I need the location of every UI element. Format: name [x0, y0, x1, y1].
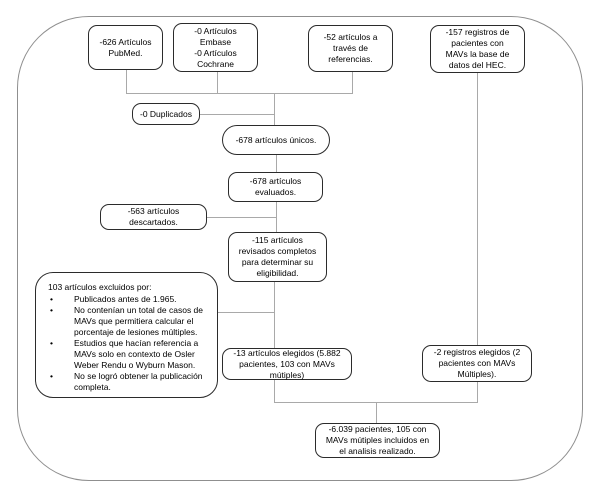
connector-line [216, 72, 218, 93]
connector-line [273, 380, 275, 403]
connector-line [476, 382, 478, 403]
flow-box-registros-elegidos: -2 registros elegidos (2 pacientes con M… [422, 345, 532, 382]
excluidos-bullet-text: No contenían un total de casos de MAVs q… [74, 305, 204, 337]
connector-line [351, 72, 353, 93]
flow-box-articulos-elegidos: -13 artículos elegidos (5.882 pacientes,… [222, 348, 352, 380]
connector-line [125, 70, 127, 93]
excluidos-bullet-text: Estudios que hacían referencia a MAVs so… [74, 338, 199, 370]
connector-line [125, 92, 353, 94]
excluidos-bullet-text: Publicados antes de 1.965. [74, 294, 177, 304]
excluidos-bullet-item: • No contenían un total de casos de MAVs… [48, 305, 213, 338]
bullet-icon: • [50, 305, 53, 315]
connector-line [207, 216, 276, 218]
flow-box-articulos-evaluados: -678 artículos evaluados. [228, 172, 323, 202]
connector-line [200, 113, 274, 115]
connector-line [273, 92, 275, 126]
connector-line [218, 311, 274, 313]
connector-line [273, 282, 275, 348]
flow-box-articulos-unicos: -678 artículos únicos. [222, 125, 330, 155]
flow-box-articulos-descartados: -563 artículos descartados. [100, 204, 207, 230]
diagram-outer-frame [17, 16, 583, 481]
connector-line [275, 155, 277, 172]
bullet-icon: • [50, 371, 53, 381]
flow-box-referencias: -52 artículos a través de referencias. [308, 25, 393, 72]
excluidos-bullet-item: • Publicados antes de 1.965. [48, 294, 213, 305]
flow-box-embase-cochrane: -0 Artículos Embase -0 Artículos Cochran… [173, 23, 258, 72]
flow-box-hec: -157 registros de pacientes con MAVs la … [430, 25, 525, 73]
excluidos-bullet-text: No se logró obtener la publicación compl… [74, 371, 203, 392]
excluidos-title: 103 artículos excluidos por: [48, 282, 152, 292]
bullet-icon: • [50, 338, 53, 348]
connector-line [275, 202, 277, 232]
connector-line [476, 73, 478, 345]
excluidos-bullet-item: • Estudios que hacían referencia a MAVs … [48, 338, 213, 371]
connector-line [375, 401, 377, 424]
excluidos-bullet-item: • No se logró obtener la publicación com… [48, 371, 213, 393]
bullet-icon: • [50, 294, 53, 304]
flow-box-incluidos-analisis: -6.039 pacientes, 105 con MAVs mútiples … [315, 423, 440, 458]
flow-box-articulos-excluidos: 103 artículos excluidos por: • Publicado… [35, 272, 218, 398]
flow-box-duplicados: -0 Duplicados [132, 103, 200, 125]
flow-box-pubmed: -626 Artículos PubMed. [88, 25, 163, 70]
flow-box-articulos-revisados: -115 artículos revisados completos para … [228, 232, 327, 282]
